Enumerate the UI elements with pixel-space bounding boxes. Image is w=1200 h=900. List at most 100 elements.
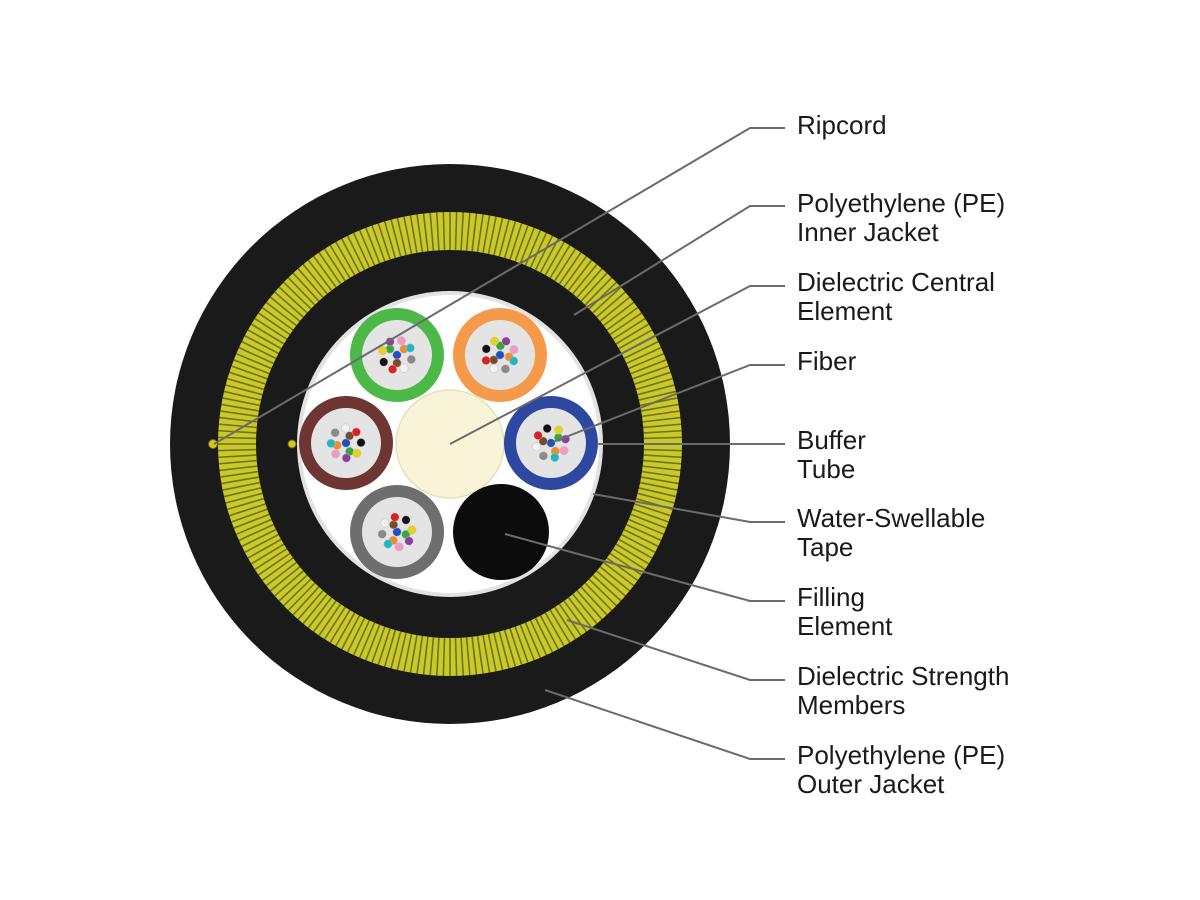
strength-member-strand [558,252,582,285]
strength-member-strand [352,620,371,656]
strength-member-strand [390,631,402,669]
fiber [356,438,366,448]
strength-member-strand [599,296,631,322]
strength-member-strand [584,277,613,306]
leader-line-central-element [449,285,785,445]
buffer-tube-orange-tube [453,308,547,402]
strength-member-strand [329,244,351,279]
leader-line-strength-members [566,619,785,681]
strength-member-strand [233,513,270,529]
strength-member-strand [341,615,361,650]
strength-member-strand [390,219,402,257]
strength-member-strand [409,635,418,673]
fiber [330,428,340,438]
strength-member-strand [292,586,320,616]
strength-member-strand [318,603,342,636]
strength-member-strand [534,235,554,271]
fiber [394,542,404,552]
strength-member-strand [599,566,631,592]
strength-member-strand [258,552,291,576]
buffer-tube-gray-tube [350,485,444,579]
strength-member-strand [596,291,626,318]
strength-member-strand [519,624,535,661]
strength-member-strand [409,215,418,253]
label-outer-jacket: Polyethylene (PE)Outer Jacket [797,740,1005,799]
strength-member-strand [278,286,308,314]
strength-member-strand [572,593,598,625]
strength-member-strand [261,306,294,331]
strength-member-strand [235,352,272,370]
strength-member-strand [503,629,517,667]
fiber [326,438,336,448]
strength-member-strand [323,606,346,640]
strength-member-strand [365,227,381,264]
strength-member-strand [618,538,653,559]
strength-member-strand [498,631,510,669]
strength-member-strand [642,416,681,423]
strength-member-strand [269,566,301,592]
strength-member-strand [567,597,593,629]
strength-member-strand [297,268,324,298]
fiber [377,529,387,539]
strength-member-strand [241,528,277,548]
strength-member-strand [312,255,337,288]
strength-member-strand [471,636,478,675]
fiber [331,449,341,459]
strength-member-strand [641,410,680,418]
strength-member-strand [612,317,646,340]
strength-member-strand [220,410,259,418]
strength-member-strand [609,552,642,576]
strength-member-strand [231,508,268,523]
strength-member-strand [371,225,386,262]
strength-member-strand [244,533,279,553]
strength-member-strand [509,628,523,665]
strength-member-strand [223,487,262,498]
strength-member-strand [225,384,263,396]
strength-member-strand [250,543,285,565]
strength-member-strand [302,593,328,625]
strength-member-strand [643,423,682,429]
leader-line-filling-element [504,533,785,602]
buffer-tube-brown-tube [299,396,393,490]
fiber [392,527,402,537]
strength-member-strand [318,252,342,285]
fiber [533,430,543,440]
strength-member-strand [584,582,613,611]
strength-member-strand [539,615,559,650]
strength-member-strand [218,454,257,459]
strength-member-strand [218,448,257,452]
fiber [404,536,414,546]
strength-member-strand [297,590,324,620]
strength-member-strand [498,219,510,257]
strength-member-strand [460,212,465,251]
fiber [401,515,411,525]
strength-member-strand [292,272,320,302]
strength-member-strand [482,635,491,673]
strength-member-strand [307,259,333,291]
fiber [378,346,388,356]
label-central-element-line: Dielectric Central [797,267,995,297]
strength-member-strand [335,612,356,647]
strength-member-strand [628,518,665,536]
strength-member-strand [634,371,671,385]
strength-member-strand [592,286,622,314]
strength-member-strand [632,365,669,380]
strength-member-strand [563,600,588,633]
strength-member-strand [641,403,679,412]
strength-member-strand [637,492,675,504]
label-outer-jacket-line: Polyethylene (PE) [797,740,1005,770]
fiber [559,446,569,456]
fiber [389,520,399,530]
strength-member-strand [588,281,617,310]
strength-member-strand [576,268,603,298]
label-filling-element-line: Element [797,611,893,641]
buffer-tube-green-tube [350,308,444,402]
fiber [352,448,362,458]
strength-member-strand [254,317,288,340]
strength-member-strand [514,225,529,262]
strength-member-strand [632,508,669,523]
strength-member-strand [274,570,304,597]
